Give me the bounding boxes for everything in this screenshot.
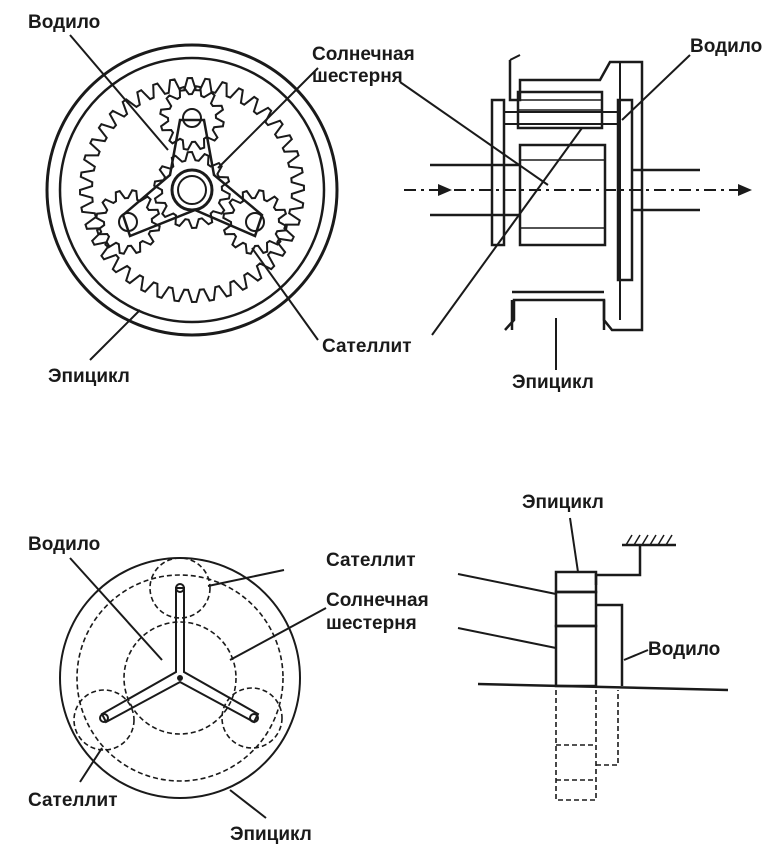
label-carrier-side: Водило (648, 639, 720, 660)
leader-carrier-side (623, 649, 649, 661)
label-ring: Эпицикл (48, 366, 130, 387)
leader-ring-b (229, 789, 267, 819)
schematic-front (59, 557, 301, 799)
sun-gear-section (518, 143, 607, 247)
leader-carrier (69, 34, 169, 151)
leader-planet-b (207, 569, 285, 587)
label-ring-b: Эпицикл (230, 824, 312, 845)
sun-gear-teeth (153, 150, 231, 230)
leader-planet-right (431, 127, 583, 336)
planet-circle-left (73, 689, 135, 751)
leader-sun (217, 67, 319, 169)
ring-circle (59, 557, 301, 799)
leader-ring (89, 309, 141, 361)
leader-ring-side (569, 517, 579, 573)
leader-carrier-b (69, 557, 163, 661)
label-carrier: Водило (28, 12, 100, 33)
ring-lower (510, 290, 606, 330)
gear-cross-section (404, 54, 752, 332)
leader-planet-b2 (79, 747, 103, 783)
schematic-side (477, 534, 729, 801)
shaft (177, 175, 207, 205)
leader-sun-side (457, 627, 557, 649)
label-sun-b-line1: Солнечная (326, 590, 429, 611)
label-sun-b-line2: шестерня (326, 613, 417, 634)
sun-circle (123, 621, 237, 735)
shaft-line (477, 682, 729, 692)
leader-sun-b (229, 607, 327, 661)
ring-gear-teeth (78, 76, 306, 304)
leader-sun-right (399, 81, 549, 186)
label-carrier-b: Водило (28, 534, 100, 555)
carrier-y-arms (100, 587, 260, 724)
leader-carrier-right (621, 54, 691, 121)
leader-planet (251, 247, 319, 341)
label-planet: Сателлит (322, 336, 412, 357)
input-shaft (430, 163, 520, 217)
label-carrier-right: Водило (690, 36, 762, 57)
label-sun-line2: шестерня (312, 66, 403, 87)
label-planet-b2: Сателлит (28, 790, 118, 811)
planet-gear (222, 189, 288, 255)
output-shaft (632, 168, 700, 212)
housing-inner (509, 54, 621, 320)
label-sun-line1: Солнечная (312, 44, 415, 65)
axis-arrow-right (738, 184, 752, 196)
axis-arrow-left (438, 184, 452, 196)
outer-casing (45, 43, 339, 337)
ring-ground-link (594, 545, 642, 585)
sun-block (554, 624, 598, 688)
ring-pitch-circle (76, 574, 284, 782)
label-ring-right: Эпицикл (512, 372, 594, 393)
carrier-plate-left (490, 98, 506, 247)
mirror-dashed (555, 690, 619, 801)
gear-front-view (45, 43, 339, 337)
label-planet-b: Сателлит (326, 550, 416, 571)
label-ring-side: Эпицикл (522, 492, 604, 513)
leader-planet-side (457, 573, 557, 595)
planet-circle-top (149, 557, 211, 619)
planet-hub (245, 212, 265, 232)
ground-hatch (625, 534, 673, 546)
planet-circle-right (221, 687, 283, 749)
planet-gear (95, 189, 161, 255)
planet-hub (182, 108, 202, 128)
carrier-arms (121, 118, 264, 238)
planet-gear (159, 85, 225, 151)
ring-housing (504, 60, 644, 332)
ring-gear-outer (58, 56, 326, 324)
carrier-block (596, 603, 624, 686)
ring-block (554, 570, 598, 594)
planet-block (554, 590, 598, 628)
sun-gear-bore (170, 168, 214, 212)
